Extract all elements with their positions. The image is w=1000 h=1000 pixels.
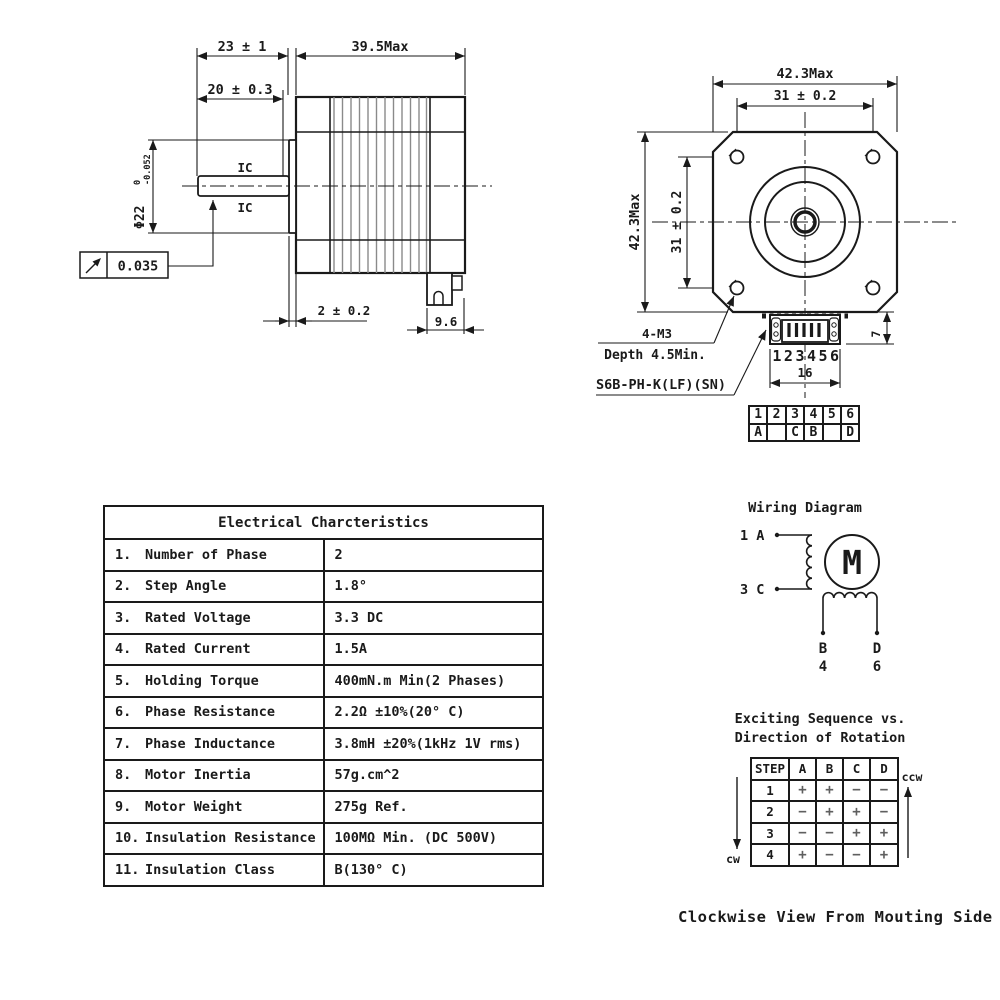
ccw-label: ccw <box>902 770 923 784</box>
screw-spec: 4-M3 <box>642 326 672 341</box>
wiring-diagram <box>774 532 880 636</box>
dim-connector-width: 9.6 <box>435 314 458 329</box>
runout-icon <box>85 258 101 274</box>
sequence-row: 3 − − + + <box>750 821 899 845</box>
coil-phase-bd <box>822 591 878 599</box>
motor-symbol: M <box>842 543 862 582</box>
terminal-1a: 1 A <box>740 528 764 544</box>
shaft-label-upper: IC <box>237 160 252 175</box>
dim-boss-tol-lower: -0.052 <box>143 154 153 185</box>
sequence-title-line2: Direction of Rotation <box>734 730 906 746</box>
electrical-characteristics-table: Electrical Charcteristics 1.Number of Ph… <box>103 505 544 887</box>
motor-symbol-circle <box>824 534 880 590</box>
terminal-b-pin: 4 <box>819 659 827 675</box>
coil-phase-ac <box>805 534 813 590</box>
connector-model: S6B-PH-K(LF)(SN) <box>596 377 726 393</box>
front-view <box>596 76 957 398</box>
runout-value: 0.035 <box>118 259 159 275</box>
terminal-3c: 3 C <box>740 582 764 598</box>
dim-front-height: 42.3Max <box>627 194 643 251</box>
terminal-d-pin: 6 <box>873 659 881 675</box>
dim-body-length: 39.5Max <box>352 39 409 55</box>
dim-shaft-length: 23 ± 1 <box>218 39 267 55</box>
dim-boss-thickness: 2 ± 0.2 <box>318 303 371 318</box>
front-view-labels: 42.3Max 31 ± 0.2 42.3Max 31 ± 0.2 7 4-M3… <box>596 66 883 393</box>
sequence-header-row: STEP A B C D <box>750 757 899 781</box>
exciting-sequence-table: STEP A B C D 1 + + − − 2 − + + − 3 − − +… <box>750 757 899 867</box>
wiring-diagram-title: Wiring Diagram <box>748 500 862 516</box>
sequence-title: Exciting Sequence vs. Direction of Rotat… <box>708 710 932 748</box>
dim-connector-length: 16 <box>797 365 812 380</box>
wiring-labels: 1 A 3 C M B 4 D 6 <box>740 528 881 675</box>
dim-boss-tol-upper: 0 <box>133 180 143 185</box>
dim-connector-height: 7 <box>869 330 883 337</box>
pin-numbers: 123456 <box>772 347 841 365</box>
terminal-d: D <box>873 641 881 657</box>
rotation-arrows <box>733 777 912 858</box>
view-caption: Clockwise View From Mouting Side <box>678 908 993 926</box>
sequence-title-line1: Exciting Sequence vs. <box>734 711 906 727</box>
sequence-row: 2 − + + − <box>750 800 899 824</box>
table-header-row: Electrical Charcteristics <box>103 505 544 540</box>
dim-hole-spacing-v: 31 ± 0.2 <box>670 191 685 254</box>
side-view <box>79 48 492 334</box>
sequence-row: 4 + − − + <box>750 843 899 867</box>
dim-front-width: 42.3Max <box>777 66 834 82</box>
shaft-label-lower: IC <box>237 200 252 215</box>
sequence-row: 1 + + − − <box>750 778 899 802</box>
dim-shaft-flat: 20 ± 0.3 <box>207 82 272 98</box>
dim-hole-spacing-h: 31 ± 0.2 <box>774 89 837 104</box>
rotation-labels: cw ccw <box>726 770 922 866</box>
table-title: Electrical Charcteristics <box>103 505 544 540</box>
cw-label: cw <box>726 852 740 866</box>
terminal-b: B <box>819 641 827 657</box>
side-view-labels: 23 ± 1 39.5Max 20 ± 0.3 Φ22 0 -0.052 0.0… <box>118 39 458 329</box>
screw-depth: Depth 4.5Min. <box>604 348 706 363</box>
dim-boss-diameter: Φ22 <box>133 206 148 229</box>
